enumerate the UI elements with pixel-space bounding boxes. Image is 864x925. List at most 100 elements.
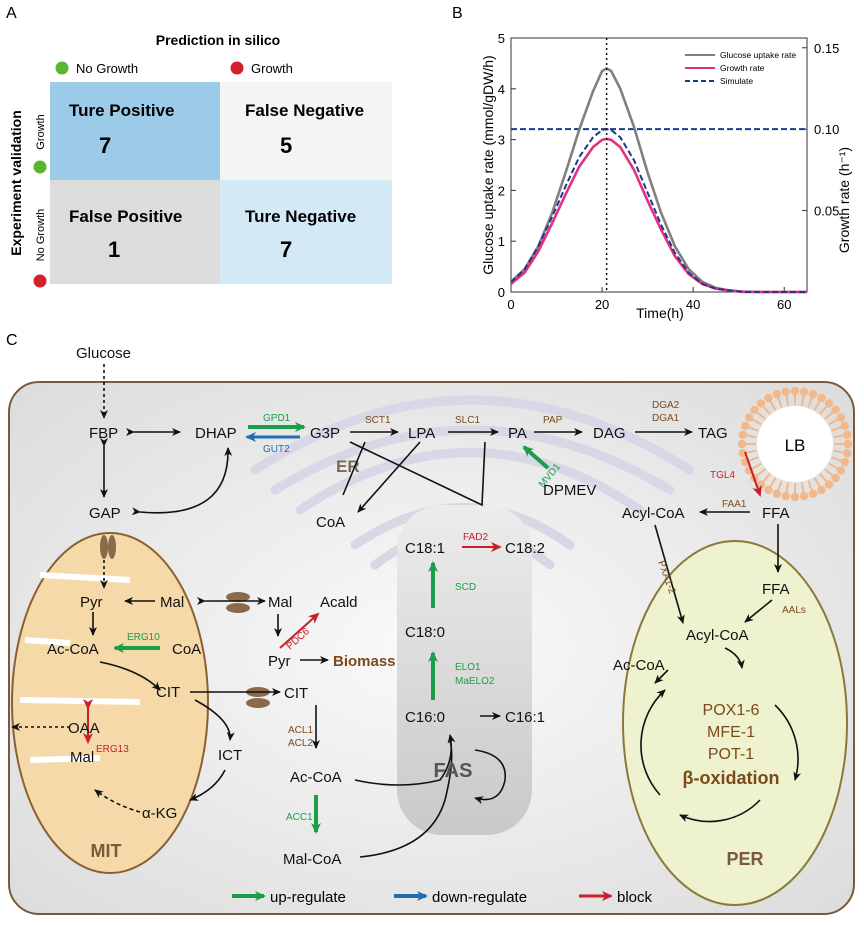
peroxisome <box>622 540 848 906</box>
metabolite-g3p: G3P <box>310 425 340 442</box>
lipid-head <box>824 399 834 408</box>
y-tick-label: 3 <box>498 133 505 148</box>
series-line-1 <box>510 137 807 294</box>
lipid-tail <box>831 456 843 463</box>
metabolite-pa: PA <box>508 425 527 442</box>
lipid-head <box>738 449 748 458</box>
lipid-tail <box>785 394 790 406</box>
lipid-head <box>740 421 750 431</box>
lipid-tail <box>813 400 821 411</box>
lipid-tail <box>745 434 757 439</box>
metabolite-fbp: FBP <box>89 425 118 442</box>
lipid-tail <box>751 418 762 426</box>
lipid-tail <box>828 418 839 426</box>
beta-ox-title: β-oxidation <box>683 768 780 788</box>
y2-axis-ticks: 0.050.100.15 <box>802 41 839 219</box>
series-line-2 <box>510 128 807 293</box>
enzyme-dga1: DGA1 <box>652 413 680 424</box>
metabolite-c18-1: C18:1 <box>405 540 445 557</box>
lipid-head <box>808 489 818 499</box>
row-no-growth-dot <box>33 274 47 288</box>
legend-no-growth: No Growth <box>76 61 138 76</box>
fas-compartment <box>397 505 532 835</box>
row-label-growth: Growth <box>35 114 47 149</box>
metabolite-akg: α-KG <box>142 805 177 822</box>
beta-oxidation-labels: POX1-6 MFE-1 POT-1 β-oxidation <box>683 702 780 788</box>
lipid-tail <box>824 411 834 420</box>
blocked-arrows <box>83 451 762 744</box>
metabolite-gap: GAP <box>89 505 121 522</box>
y-tick-label: 4 <box>498 82 505 97</box>
enzyme-gpd1: GPD1 <box>263 413 291 424</box>
enzyme-erg10: ERG10 <box>127 632 160 643</box>
up-regulated-arrows <box>113 422 550 834</box>
lipid-tail <box>756 411 766 420</box>
lipid-head <box>764 485 773 495</box>
metabolite-ffa-per: FFA <box>762 581 790 598</box>
enzyme-dga2: DGA2 <box>652 400 680 411</box>
lipid-head <box>843 439 853 449</box>
lipid-tail <box>769 477 777 488</box>
lipid-head <box>781 387 790 397</box>
lipid-head <box>817 393 826 403</box>
lipid-head <box>790 492 800 502</box>
er-label: ER <box>336 457 360 476</box>
metabolite-dag: DAG <box>593 425 626 442</box>
cell-false-negative <box>220 82 392 180</box>
y2-tick-label: 0.15 <box>814 41 839 56</box>
enzyme-acl1: ACL1 <box>288 725 313 736</box>
no-growth-legend-dot <box>55 61 69 75</box>
lipid-head <box>840 421 850 431</box>
lipid-body-membrane <box>737 386 853 502</box>
cell-fp-label: False Positive <box>69 207 182 226</box>
metabolite-c16-0: C16:0 <box>405 709 445 726</box>
row-growth-dot <box>33 160 47 174</box>
lipid-tail <box>807 480 814 492</box>
metabolite-mal-cyt: Mal <box>268 594 292 611</box>
lipid-head <box>842 449 852 458</box>
enzyme-erg13: ERG13 <box>96 744 129 755</box>
y2-tick-label: 0.10 <box>814 122 839 137</box>
panel-a-ylabel: Experiment validation <box>8 110 24 255</box>
lipid-tail <box>828 462 839 470</box>
series-line-0 <box>510 67 807 294</box>
mit-label: MIT <box>91 841 122 861</box>
enzyme-slc1: SLC1 <box>455 415 480 426</box>
cell-fn-value: 5 <box>280 133 292 158</box>
lipid-tail <box>819 405 828 415</box>
per-label: PER <box>726 849 763 869</box>
enzyme-gut2: GUT2 <box>263 444 290 455</box>
pathway-arrows <box>11 364 802 858</box>
lipid-head <box>772 489 782 499</box>
lipid-tail <box>819 473 828 483</box>
metabolite-ac-coa-per: Ac-CoA <box>613 657 665 674</box>
biomass-label: Biomass <box>333 653 396 670</box>
lipid-head <box>836 466 846 475</box>
x-tick-label: 60 <box>777 297 791 312</box>
cell-tn-label: Ture Negative <box>245 207 356 226</box>
lipid-head <box>808 389 818 399</box>
lipid-head <box>738 430 748 439</box>
legend-down-label: down-regulate <box>432 889 527 906</box>
lipid-tail <box>833 449 845 454</box>
panel-a-letter: A <box>6 5 17 22</box>
metabolite-dpmev: DPMEV <box>543 482 596 499</box>
lipid-tail <box>800 482 805 494</box>
metabolite-acald: Acald <box>320 594 358 611</box>
enzyme-acl2: ACL2 <box>288 738 313 749</box>
metabolite-coa-mit: CoA <box>172 641 201 658</box>
beta-ox-pot: POT-1 <box>708 746 754 763</box>
lipid-head <box>824 480 834 489</box>
lipid-tail <box>776 480 783 492</box>
enzyme-elo1: ELO1 <box>455 662 481 673</box>
lipid-tail <box>833 434 845 439</box>
metabolite-cit-mit: CIT <box>156 684 180 701</box>
lipid-tail <box>745 449 757 454</box>
lipid-head <box>781 491 790 501</box>
y-tick-label: 5 <box>498 31 505 46</box>
lipid-head <box>750 405 759 415</box>
lipid-tail <box>747 425 759 432</box>
legend-label-growth: Growth rate <box>720 63 765 73</box>
lipid-head <box>817 485 826 495</box>
